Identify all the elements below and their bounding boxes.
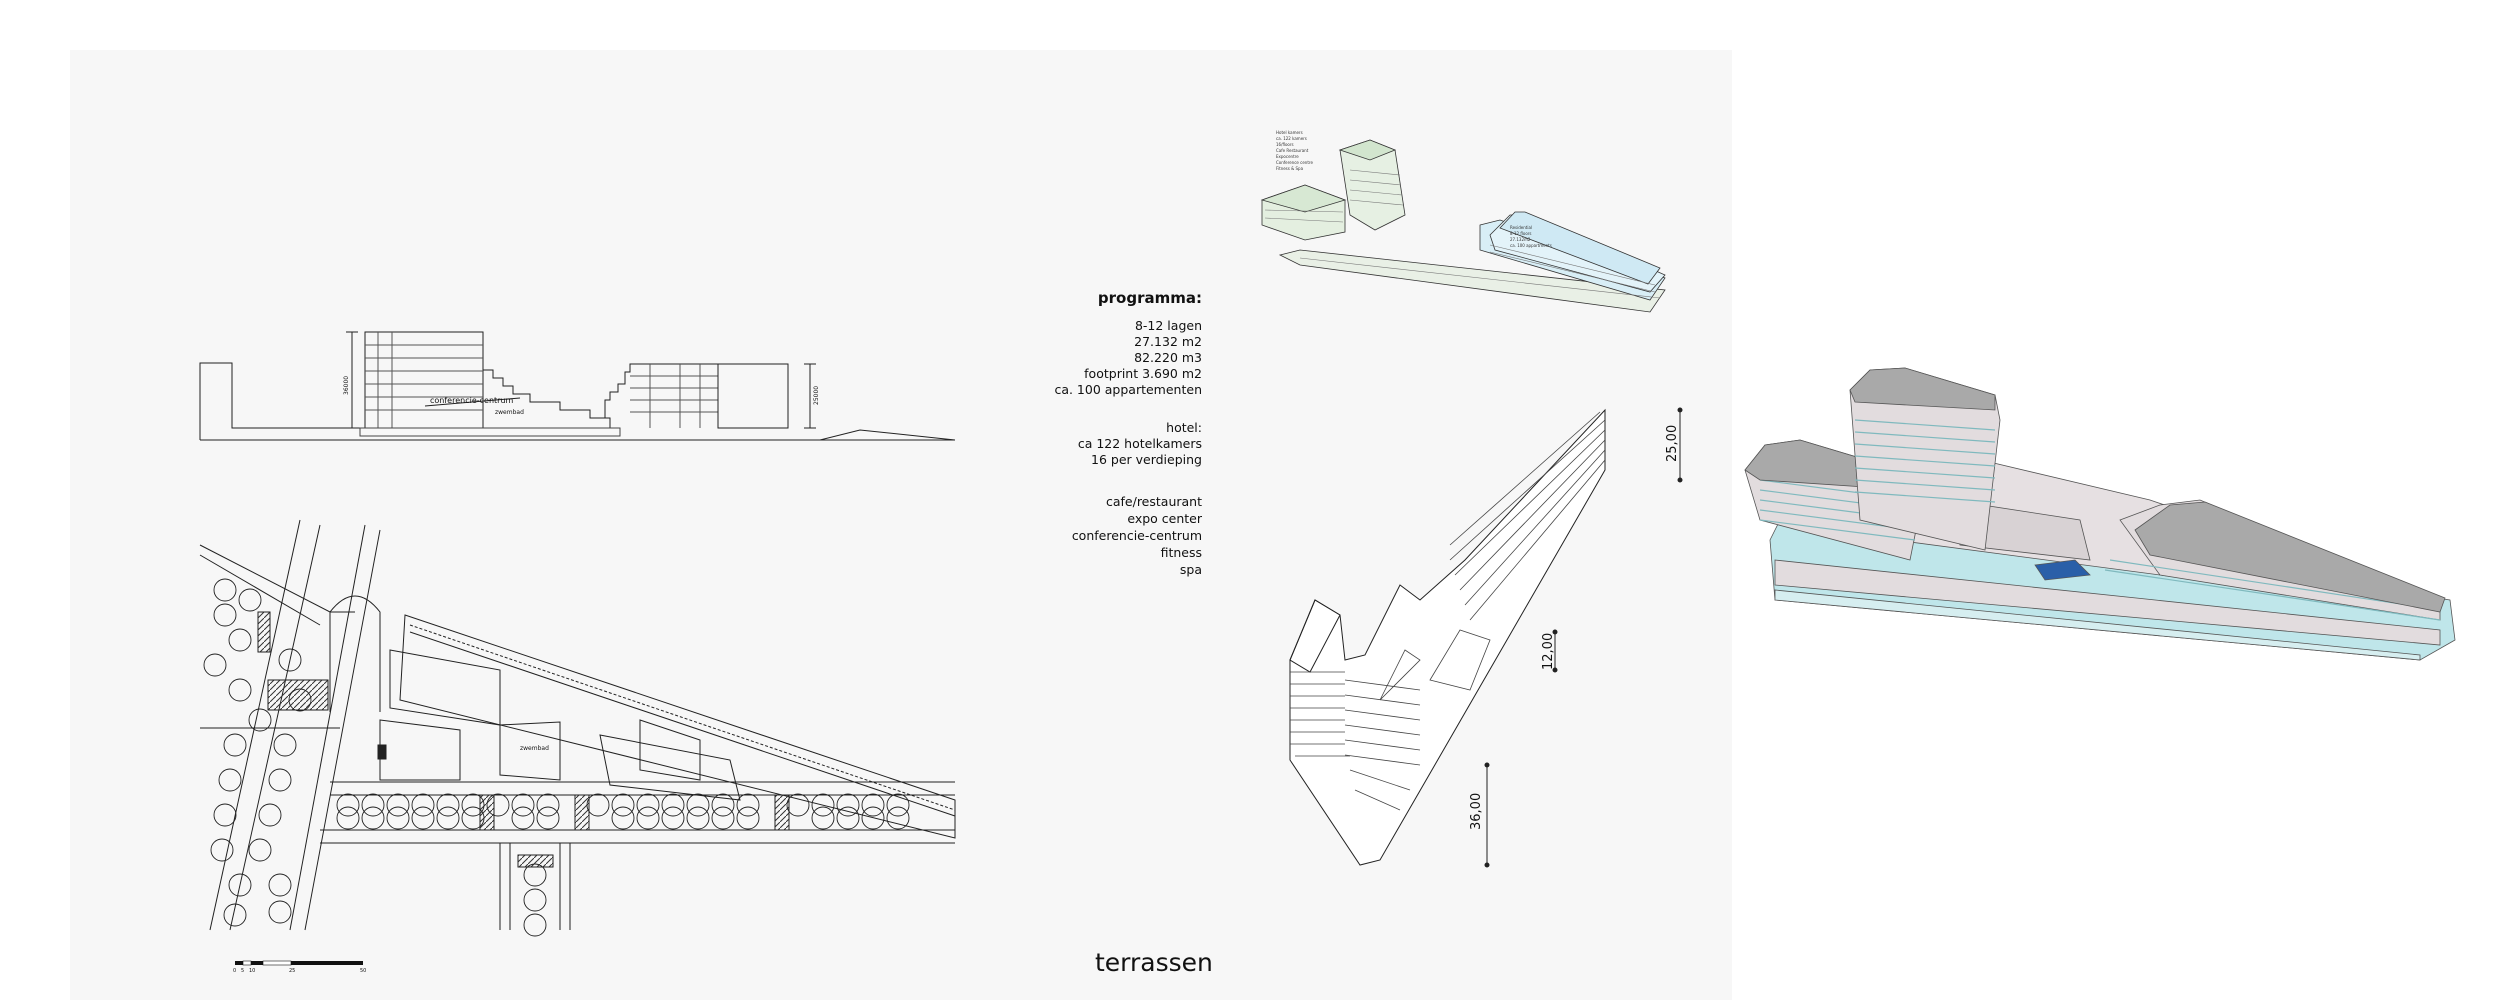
section-drawing	[199, 331, 956, 441]
function-item: conferencie-centrum	[1071, 528, 1202, 543]
hotel-heading: hotel:	[1166, 420, 1202, 435]
plan-label-pool: zwembad	[520, 745, 549, 752]
axo-hotel-label-2: 16/floors	[1276, 142, 1294, 147]
axo-hotel-label-4: Expocentre	[1276, 154, 1299, 159]
axo-res-label-3: ca. 100 appartments	[1510, 243, 1552, 248]
scale-label-50: 50	[360, 968, 366, 974]
pool	[2034, 559, 2091, 581]
function-item: expo center	[1127, 511, 1202, 526]
axo-hotel-label-3: Cafe Restaurant	[1276, 148, 1309, 153]
section-label-conference: conferencie-centrum	[430, 396, 514, 405]
section-dim-right: 25000	[813, 386, 820, 405]
program-line: ca. 100 appartementen	[1054, 382, 1202, 397]
program-block: programma: 8-12 lagen 27.132 m2 82.220 m…	[1020, 290, 1202, 398]
drawing-sheet	[70, 50, 1732, 1000]
scale-bar	[235, 960, 363, 966]
scale-label-25: 25	[289, 968, 295, 974]
axo-rendered-massing	[1744, 367, 2456, 661]
hotel-line: ca 122 hotelkamers	[1077, 436, 1202, 451]
section-label-pool: zwembad	[495, 409, 524, 416]
section-floor-lines	[365, 332, 483, 428]
axo-hotel-label-1: ca. 122 kamers	[1276, 136, 1307, 141]
scale-label-0: 0	[233, 968, 236, 974]
program-line: 82.220 m3	[1134, 350, 1202, 365]
hotel-block: hotel: ca 122 hotelkamers 16 per verdiep…	[1020, 420, 1202, 468]
site-plan	[199, 519, 956, 931]
dimension-36: 36,00	[1469, 793, 1484, 830]
sheet-title: terrassen	[1095, 948, 1213, 977]
axo-line-drawing	[1289, 407, 1683, 868]
dimension-25: 25,00	[1665, 425, 1680, 462]
section-dim-left: 36000	[343, 376, 350, 395]
scale-label-5: 5	[241, 968, 244, 974]
axo-res-label-1: 8-12 floors	[1510, 231, 1532, 236]
hotel-line: 16 per verdieping	[1091, 452, 1202, 467]
dimension-12: 12,00	[1541, 633, 1556, 670]
function-item: spa	[1179, 562, 1202, 577]
axo-hotel-label-0: Hotel kamers	[1276, 130, 1303, 135]
function-item: cafe/restaurant	[1105, 494, 1202, 509]
program-line: 27.132 m2	[1134, 334, 1202, 349]
scale-label-10: 10	[249, 968, 255, 974]
axo-res-label-2: 27.132m2	[1510, 237, 1531, 242]
functions-block: cafe/restaurant expo center conferencie-…	[1020, 493, 1202, 578]
axo-hotel-label-6: Fitness & Spa	[1276, 166, 1304, 171]
axo-res-label-0: Residential	[1510, 225, 1532, 230]
program-heading: programma:	[1097, 289, 1202, 307]
axo-program-diagram	[1260, 139, 1666, 313]
program-line: footprint 3.690 m2	[1084, 366, 1202, 381]
site-plan-trees	[203, 578, 910, 937]
function-item: fitness	[1160, 545, 1202, 560]
program-line: 8-12 lagen	[1134, 318, 1202, 333]
axo-hotel-label-5: Conference centre	[1276, 160, 1313, 165]
